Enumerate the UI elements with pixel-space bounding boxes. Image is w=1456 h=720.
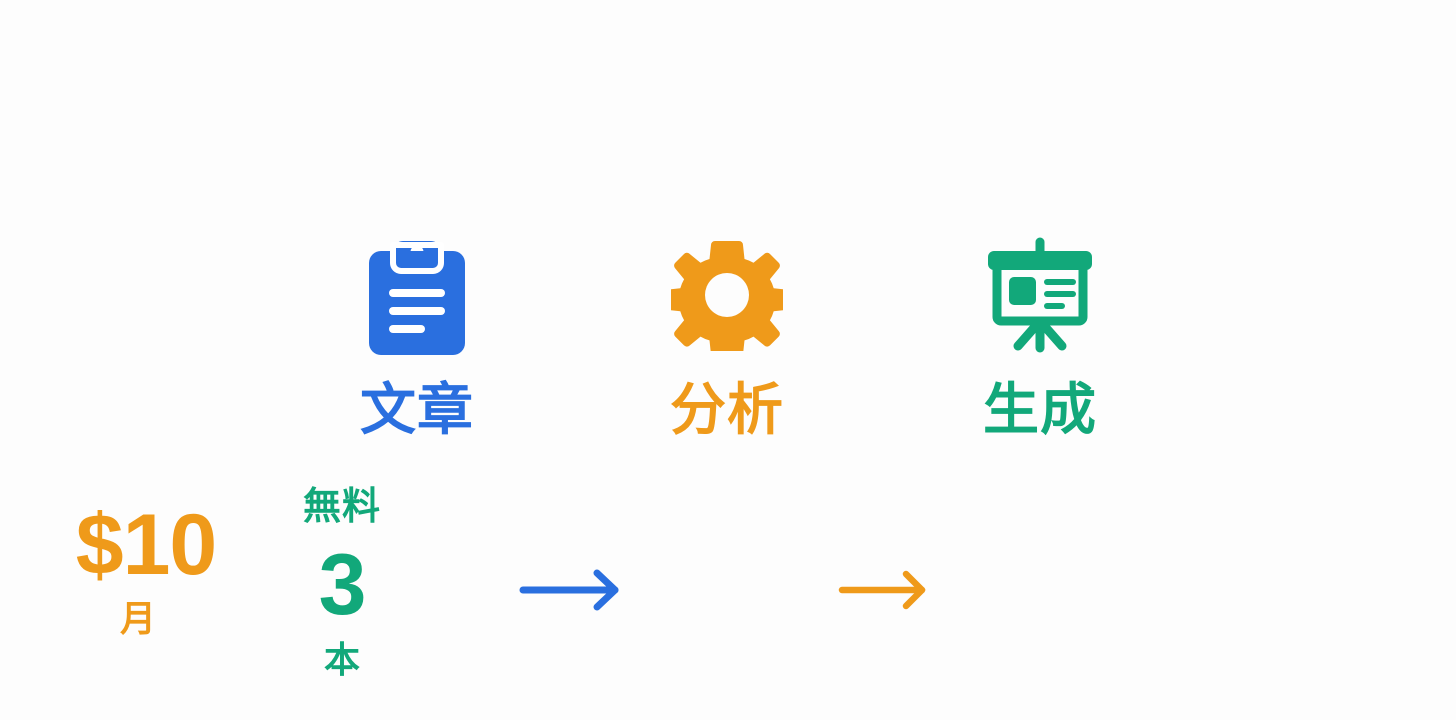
pipeline-step-analysis: 分析 (627, 232, 827, 462)
arrow-right-icon-text-to-analysis (519, 565, 627, 615)
pipeline-step-label-analysis: 分析 (670, 378, 784, 441)
pipeline-step-generation: 生成 (940, 232, 1140, 462)
gear-icon (627, 232, 827, 357)
pipeline-step-text: 文章 (317, 232, 517, 462)
pricing-monthly: $10 月 (40, 488, 252, 638)
pricing-free: 無料 3 本 (272, 488, 412, 678)
pricing-row: $10 月 無料 3 本 (0, 488, 1456, 688)
pricing-free-amount: 3 (318, 537, 367, 633)
arrow-right-icon-analysis-to-generation (838, 565, 934, 615)
pricing-monthly-unit: 月 (119, 598, 156, 639)
pricing-monthly-amount: $10 (75, 497, 218, 593)
presentation-board-icon (940, 232, 1140, 357)
clipboard-document-icon (317, 232, 517, 357)
pipeline-step-label-generation: 生成 (983, 378, 1097, 441)
pipeline-flow: 文章 分析 (0, 232, 1456, 611)
pipeline-step-label-text: 文章 (360, 378, 474, 441)
pricing-free-tagline: 無料 (302, 486, 381, 528)
pricing-free-unit: 本 (323, 639, 360, 680)
